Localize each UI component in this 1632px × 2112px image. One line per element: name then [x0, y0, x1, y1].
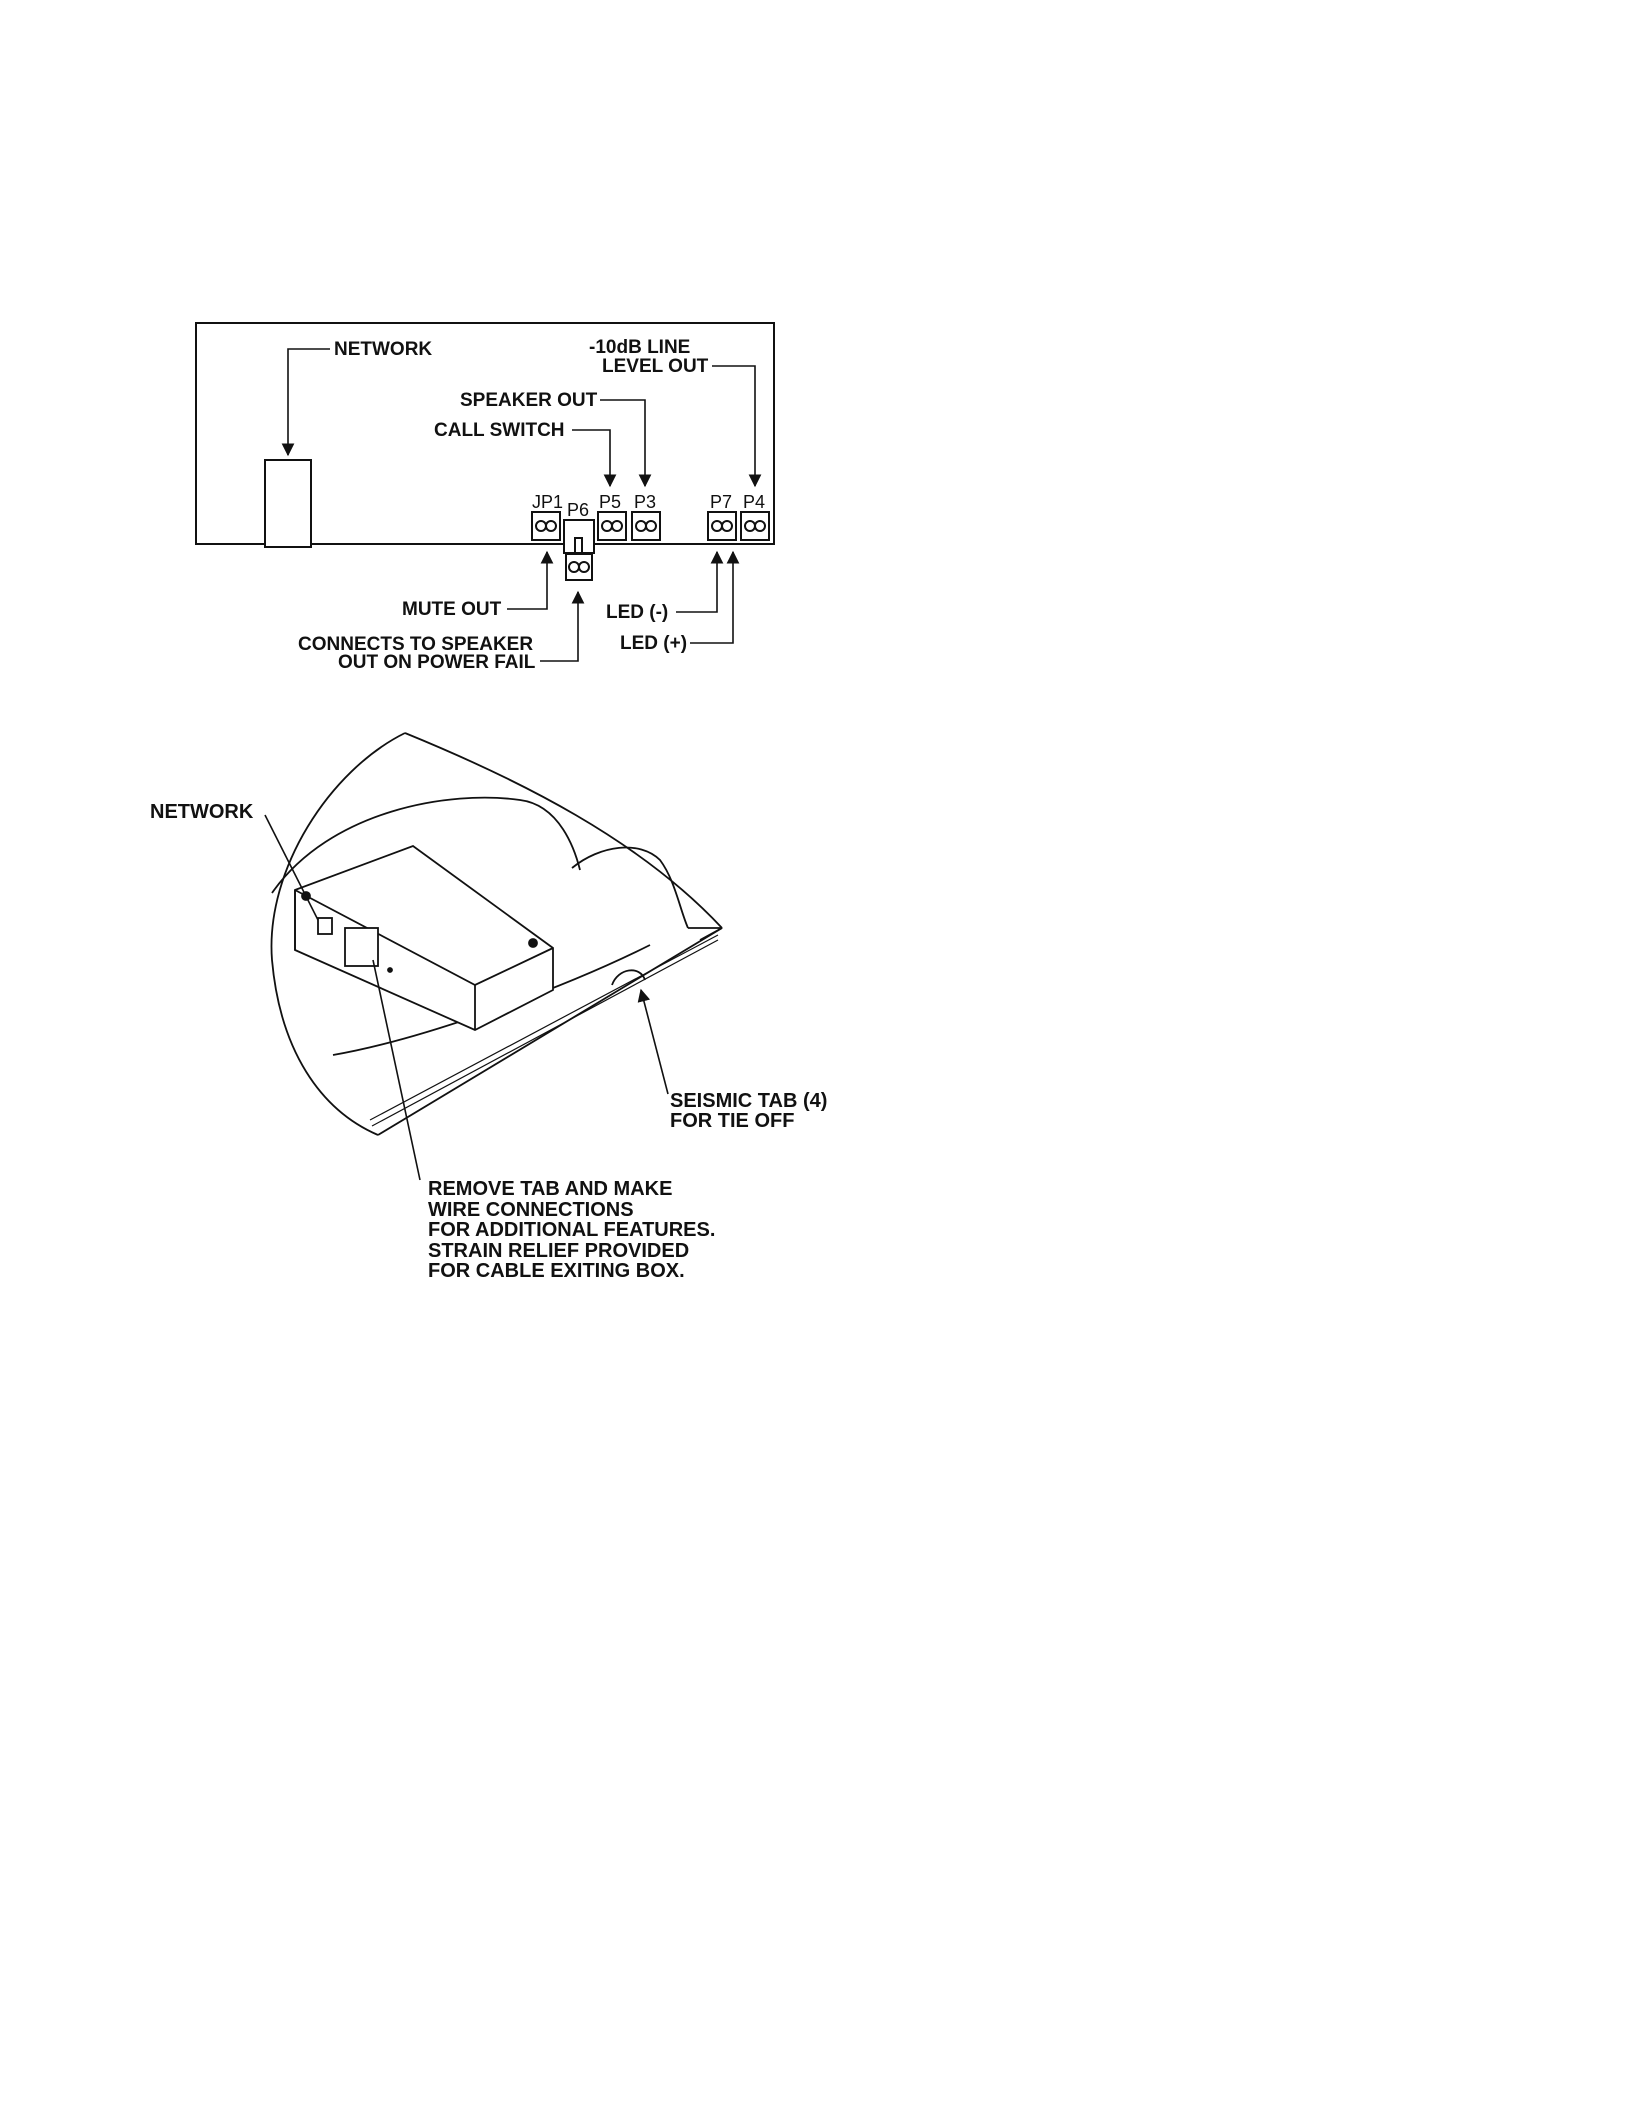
- p3-label: P3: [634, 492, 656, 512]
- connector-p3: [632, 512, 660, 540]
- indicator-dot: [388, 968, 392, 972]
- network-label: NETWORK: [334, 339, 432, 360]
- wiring-labels: NETWORK -10dB LINE LEVEL OUT SPEAKER OUT…: [298, 337, 765, 673]
- remove-tab-line-5: FOR CABLE EXITING BOX.: [428, 1260, 685, 1282]
- call-switch-leader: [572, 430, 610, 486]
- connector-p7: [708, 512, 736, 540]
- remove-tab-line-2: WIRE CONNECTIONS: [428, 1199, 634, 1221]
- network-port: [318, 918, 332, 934]
- led-neg-label: LED (-): [606, 602, 668, 623]
- connector-jp1: [532, 512, 560, 540]
- mount-screw-right: [529, 939, 537, 947]
- install-labels: NETWORK SEISMIC TAB (4) FOR TIE OFF REMO…: [150, 801, 827, 1282]
- call-switch-label: CALL SWITCH: [434, 420, 565, 441]
- mute-out-label: MUTE OUT: [402, 599, 502, 620]
- remove-tab-line-1: REMOVE TAB AND MAKE: [428, 1178, 672, 1200]
- rim-inner: [688, 928, 722, 940]
- power-fail-leader: [540, 592, 578, 661]
- p7-label: P7: [710, 492, 732, 512]
- line-level-leader: [712, 366, 755, 486]
- jp1-label: JP1: [532, 492, 563, 512]
- p4-label: P4: [743, 492, 765, 512]
- network-leader: [288, 349, 330, 455]
- install-network-label: NETWORK: [150, 801, 254, 823]
- remove-tab-line-4: STRAIN RELIEF PROVIDED: [428, 1240, 689, 1262]
- p5-label: P5: [599, 492, 621, 512]
- seismic-leader: [641, 990, 668, 1094]
- connector-p6: [564, 520, 594, 580]
- seismic-label-2: FOR TIE OFF: [670, 1110, 794, 1132]
- speaker-out-label: SPEAKER OUT: [460, 390, 598, 411]
- install-diagram: [265, 733, 722, 1180]
- network-install-leader: [265, 815, 318, 920]
- connector-p4: [741, 512, 769, 540]
- led-pos-leader: [690, 552, 733, 643]
- network-device-box: [295, 846, 553, 1030]
- speaker-out-leader: [600, 400, 645, 486]
- power-fail-label-2: OUT ON POWER FAIL: [338, 652, 536, 673]
- remove-tab-line-3: FOR ADDITIONAL FEATURES.: [428, 1219, 715, 1241]
- backbox-dome-rim: [572, 848, 688, 928]
- mute-out-leader: [507, 552, 547, 609]
- connector-p5: [598, 512, 626, 540]
- line-level-label-1: -10dB LINE: [589, 337, 690, 358]
- line-level-label-2: LEVEL OUT: [602, 356, 709, 377]
- led-pos-label: LED (+): [620, 633, 687, 654]
- led-neg-leader: [676, 552, 717, 612]
- network-jack: [265, 460, 311, 547]
- p6-label: P6: [567, 500, 589, 520]
- seismic-label-1: SEISMIC TAB (4): [670, 1090, 827, 1112]
